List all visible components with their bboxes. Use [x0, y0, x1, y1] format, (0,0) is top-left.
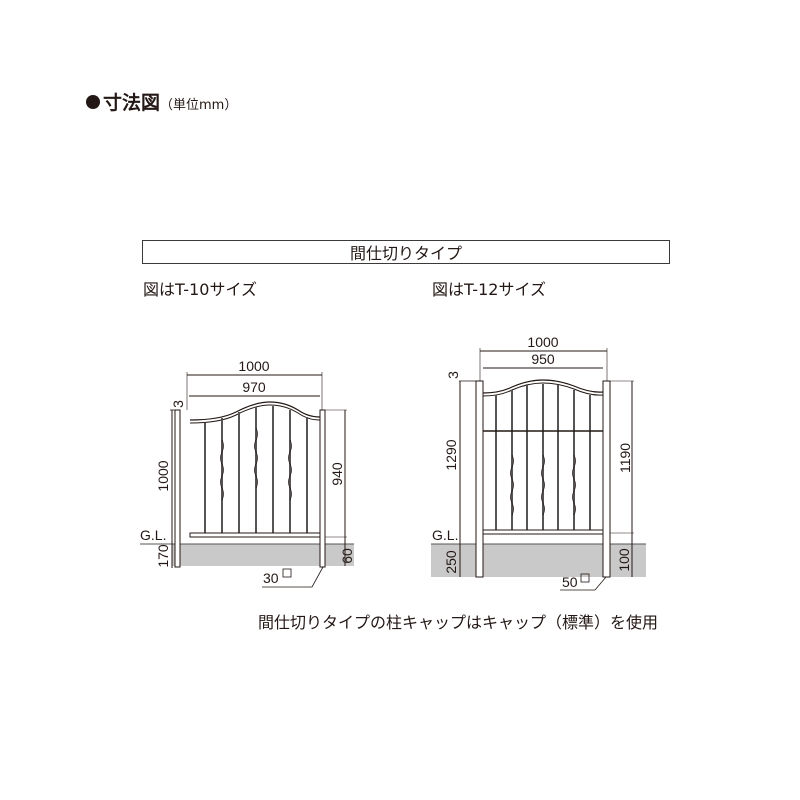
- dim-post-size: 30: [263, 570, 279, 586]
- dim-top-gap: 3: [170, 400, 186, 408]
- dim-overall-width: 1000: [238, 358, 269, 374]
- left-post: [174, 409, 181, 568]
- dim-post-height: 1000: [155, 460, 171, 491]
- ground-area: [172, 544, 354, 566]
- section-heading: 寸法図（単位mm）: [86, 88, 237, 115]
- type-header-bar: 間仕切りタイプ: [142, 240, 670, 264]
- right-post: [602, 380, 611, 578]
- diagram-t10: 1000 970 3 1000 G.L. 170 940 60 30: [140, 358, 355, 588]
- dim-post-size: 50: [562, 574, 578, 590]
- dim-top-gap: 3: [445, 371, 461, 379]
- diagram-t12: 1000 950 3 1290 G.L. 250 1190 100 50: [431, 334, 646, 591]
- dim-overall-width: 1000: [527, 334, 558, 350]
- dim-post-height: 1290: [443, 439, 459, 470]
- square-symbol-icon: [580, 573, 590, 583]
- heading-title: 寸法図: [103, 92, 161, 114]
- square-symbol-icon: [282, 568, 292, 578]
- dim-bottom-clearance: 60: [339, 548, 355, 564]
- right-post: [319, 409, 326, 568]
- dim-panel-height: 940: [329, 462, 345, 486]
- ground-level-label: G.L.: [140, 527, 166, 543]
- dim-panel-height: 1190: [617, 443, 633, 473]
- heading-unit: （単位mm）: [160, 98, 238, 113]
- bullet-icon: [86, 95, 100, 109]
- dim-panel-width: 970: [242, 379, 266, 395]
- type-label: 間仕切りタイプ: [349, 244, 462, 263]
- caption-t12: 図はT-12サイズ: [432, 280, 546, 299]
- dim-embed-depth: 250: [443, 550, 459, 574]
- caption-t10: 図はT-10サイズ: [143, 280, 257, 299]
- dim-embed-depth: 170: [155, 544, 171, 568]
- dim-panel-width: 950: [531, 351, 555, 367]
- ground-level-label: G.L.: [432, 527, 458, 543]
- footnote: 間仕切りタイプの柱キャップはキャップ（標準）を使用: [258, 613, 659, 632]
- left-post: [475, 380, 484, 578]
- dim-bottom-clearance: 100: [616, 548, 632, 572]
- ground-area: [431, 544, 646, 577]
